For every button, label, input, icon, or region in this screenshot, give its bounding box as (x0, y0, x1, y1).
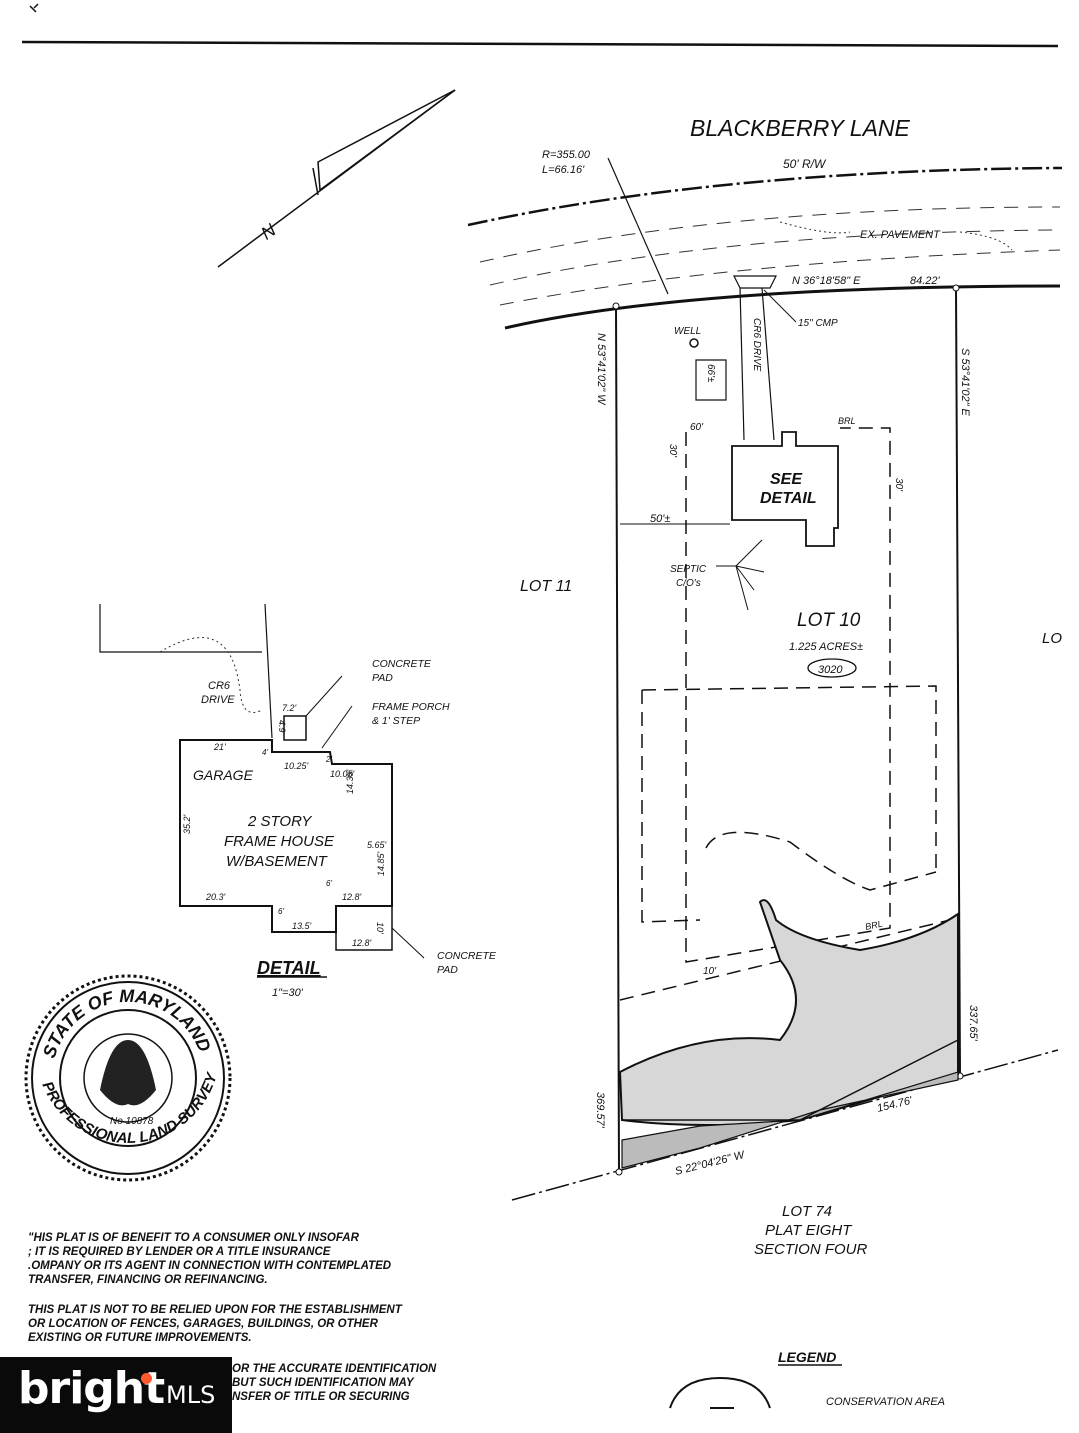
pad2-a: CONCRETE (437, 950, 497, 962)
lot-area: 1.225 ACRES± (789, 641, 863, 653)
pad1-a: CONCRETE (372, 658, 432, 670)
right-len: 337.65' (967, 1005, 979, 1042)
logo-mls: MLS (166, 1381, 216, 1409)
detail-drive-2: DRIVE (201, 694, 235, 706)
lot-name: LOT 10 (797, 610, 861, 631)
d-6a: 6' (278, 907, 284, 916)
lot-10-boundary: N 36°18'58" E 84.22' N 53°41'02" W S 53°… (511, 275, 1059, 1201)
brl-b: BRL (864, 919, 883, 932)
svg-text:PROFESSIONAL LAND SURVEYOR: PROFESSIONAL LAND SURVEYOR (0, 0, 221, 1147)
d-2: 2' (325, 755, 332, 764)
porch-1: FRAME PORCH (372, 701, 450, 713)
dim-66: 66'± (705, 364, 716, 383)
road: BLACKBERRY LANE 50' R/W EX. PAVEMENT R=3… (467, 115, 1063, 330)
dim-30b: 30' (893, 478, 904, 492)
legend-item: CONSERVATION AREA (826, 1396, 945, 1408)
note-2: THIS PLAT IS NOT TO BE RELIED UPON FOR T… (28, 1304, 402, 1344)
d-128b: 12.8' (352, 938, 372, 948)
porch-2: & 1' STEP (372, 715, 420, 727)
dim-50: 50'± (650, 513, 670, 525)
seal-reg: No 10878 (110, 1116, 154, 1127)
brl-lines (619, 427, 959, 1001)
septic-label: SEPTIC (670, 564, 707, 575)
d-4: 4' (262, 748, 268, 757)
house-detail: CR6 DRIVE CONCRETE PAD FRAME PORCH & 1' … (99, 603, 497, 999)
bright-mls-logo: bright MLS (0, 1357, 232, 1433)
note-1: "HIS PLAT IS OF BENEFIT TO A CONSUMER ON… (28, 1232, 392, 1286)
d-10: 10' (375, 922, 385, 934)
curve-l: L=66.16' (542, 164, 585, 176)
cmp-label: 15" CMP (798, 318, 838, 329)
d-203: 20.3' (205, 892, 226, 902)
pad1-b: PAD (372, 672, 393, 684)
detail-drive-1: CR6 (208, 680, 231, 692)
surveyor-seal: STATE OF MARYLAND PROFESSIONAL LAND SURV… (0, 0, 232, 1182)
plat-eight: PLAT EIGHT (765, 1222, 853, 1239)
logo-dot-icon (141, 1373, 152, 1384)
lot-right: LO (1042, 630, 1062, 647)
left-len: 369.57' (594, 1092, 606, 1129)
see-label: SEE (770, 471, 803, 488)
detail-ref: DETAIL (760, 490, 817, 507)
d-1005: 10.05' (330, 769, 355, 779)
d-565: 5.65' (367, 840, 387, 850)
detail-title: DETAIL (257, 958, 321, 978)
dim-10: 10' (703, 966, 717, 977)
d-128a: 12.8' (342, 892, 362, 902)
north-arrow-icon: N (217, 89, 456, 268)
d-1485: 14.85' (376, 851, 386, 876)
rear-dist: 154.76' (876, 1094, 914, 1115)
d-1025: 10.25' (284, 761, 309, 771)
site-features: WELL 66'± CR6 DRIVE 15" CMP SEE DETAIL 6… (620, 275, 904, 977)
seal-bottom: PROFESSIONAL LAND SURVEYOR (0, 0, 221, 1147)
drive-label: CR6 DRIVE (751, 318, 762, 372)
d-1435: 14.35' (345, 769, 355, 794)
house-3: W/BASEMENT (226, 853, 329, 870)
lot-tag: 3020 (818, 664, 843, 676)
d-135: 13.5' (292, 921, 312, 931)
road-name: BLACKBERRY LANE (690, 115, 911, 141)
well-label: WELL (674, 326, 701, 337)
detail-scale: 1"=30' (272, 987, 304, 999)
lot-74: LOT 74 (782, 1203, 832, 1220)
dim-60: 60' (690, 422, 704, 433)
pad2-b: PAD (437, 964, 458, 976)
d-21: 21' (213, 742, 226, 752)
septic-label-2: C/O's (676, 578, 701, 589)
garage-label: GARAGE (193, 767, 254, 783)
section-four: SECTION FOUR (754, 1241, 868, 1258)
d-72: 7.2' (282, 703, 297, 713)
d-6b: 6' (326, 879, 332, 888)
house-1: 2 STORY (247, 813, 312, 830)
left-bearing: N 53°41'02" W (595, 333, 607, 406)
pavement-label: EX. PAVEMENT (860, 229, 941, 241)
legend: LEGEND CONSERVATION AREA (669, 1349, 945, 1409)
brl-a: BRL (838, 416, 856, 426)
curve-r: R=355.00 (542, 149, 591, 161)
house-2: FRAME HOUSE (224, 833, 335, 850)
front-dist: 84.22' (910, 275, 941, 287)
conservation-area (618, 899, 959, 1169)
logo-brand: bright (18, 1363, 165, 1414)
dim-30a: 30' (667, 444, 678, 458)
road-row: 50' R/W (783, 157, 827, 171)
d-352: 35.2' (182, 814, 192, 834)
d-49: 4.9 (277, 720, 287, 733)
lot-11: LOT 11 (520, 578, 572, 595)
legend-title: LEGEND (778, 1349, 836, 1365)
note-3: OR THE ACCURATE IDENTIFICATION BUT SUCH … (232, 1363, 437, 1403)
right-bearing: S 53°41'02" E (959, 348, 971, 417)
front-bearing: N 36°18'58" E (792, 275, 861, 287)
